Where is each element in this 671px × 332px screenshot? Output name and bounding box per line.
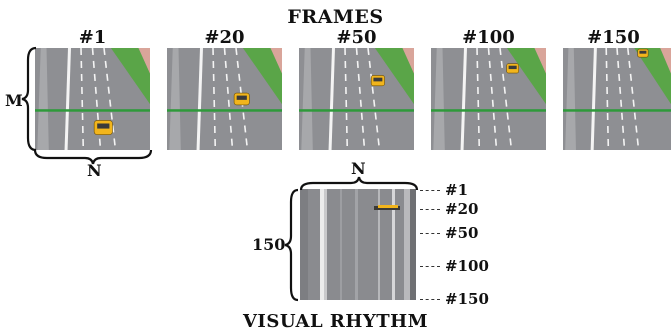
scanline: [167, 109, 282, 112]
road-shoulder: [301, 48, 313, 150]
scanline: [563, 109, 671, 112]
road-scene: [563, 48, 671, 150]
rhythm-tick-label-100: #100: [445, 257, 489, 275]
rhythm-tick-label-20: #20: [445, 200, 479, 218]
road-shoulder: [169, 48, 181, 150]
lane-line: [80, 48, 85, 150]
sidewalk: [138, 48, 150, 74]
rhythm-tick-dash-1: [420, 190, 440, 191]
m-label: M: [5, 91, 23, 110]
lane-line: [103, 48, 117, 150]
n-brace-rhythm: [299, 176, 419, 191]
lane-line: [328, 48, 335, 150]
visual-rhythm-title: VISUAL RHYTHM: [242, 311, 429, 332]
lane-line: [355, 48, 366, 150]
taxi-window: [236, 95, 247, 100]
m-brace: [21, 46, 37, 152]
height-brace-rhythm: [284, 188, 299, 302]
sidewalk: [270, 48, 282, 74]
lane-line: [64, 48, 71, 150]
frames-title: FRAMES: [287, 6, 384, 28]
scanline: [35, 109, 150, 112]
road-shoulder: [565, 48, 576, 150]
rhythm-tick-dash-100: [420, 266, 440, 267]
scanline: [299, 109, 414, 112]
frame-label-50: #50: [336, 27, 377, 48]
lane-line: [91, 48, 102, 150]
lane-line: [196, 48, 203, 150]
lane-line: [235, 48, 249, 150]
frame-label-100: #100: [462, 27, 515, 48]
frame-label-150: #150: [587, 27, 640, 48]
lane-line: [223, 48, 234, 150]
video-frame-150: [563, 48, 671, 150]
lane-line: [212, 48, 217, 150]
lane-line: [487, 48, 498, 150]
rhythm-tick-label-150: #150: [445, 290, 489, 308]
lane-line: [476, 48, 481, 150]
rhythm-tick-dash-150: [420, 299, 440, 300]
rhythm-tick-label-1: #1: [445, 181, 469, 199]
road-scene: [431, 48, 546, 150]
road-scene: [167, 48, 282, 150]
road-scene: [35, 48, 150, 150]
lane-line: [499, 48, 513, 150]
grass-median: [374, 48, 414, 105]
n-label-frame: N: [87, 161, 102, 180]
n-brace-frame: [33, 149, 153, 165]
grass-median: [634, 48, 671, 105]
rhythm-tick-dash-20: [420, 209, 440, 210]
lane-line: [605, 48, 610, 150]
grass-median: [242, 48, 282, 105]
sidewalk: [402, 48, 414, 74]
video-frame-50: [299, 48, 414, 150]
video-frame-20: [167, 48, 282, 150]
taxi-window: [373, 77, 383, 82]
rhythm-tick-label-50: #50: [445, 224, 479, 242]
lane-line: [627, 48, 640, 150]
lane-line: [460, 48, 467, 150]
n-label-rhythm: N: [351, 159, 366, 178]
video-frame-1: [35, 48, 150, 150]
frame-label-1: #1: [78, 27, 107, 48]
road-scene: [299, 48, 414, 150]
lane-line: [590, 48, 597, 150]
scanline: [431, 109, 546, 112]
sidewalk: [534, 48, 546, 74]
grass-median: [110, 48, 150, 105]
taxi-window: [97, 123, 110, 129]
lane-line: [616, 48, 626, 150]
visual-rhythm-image: [300, 189, 416, 300]
rhythm-tick-dash-50: [420, 233, 440, 234]
road-shoulder: [37, 48, 49, 150]
taxi-window: [639, 50, 647, 54]
frame-label-20: #20: [204, 27, 245, 48]
video-frame-100: [431, 48, 546, 150]
height-label-rhythm: 150: [252, 235, 286, 254]
road-shoulder: [433, 48, 445, 150]
taxi-window: [508, 65, 517, 70]
lane-line: [344, 48, 349, 150]
visual-rhythm-svg: [300, 189, 416, 300]
lane-line: [367, 48, 381, 150]
